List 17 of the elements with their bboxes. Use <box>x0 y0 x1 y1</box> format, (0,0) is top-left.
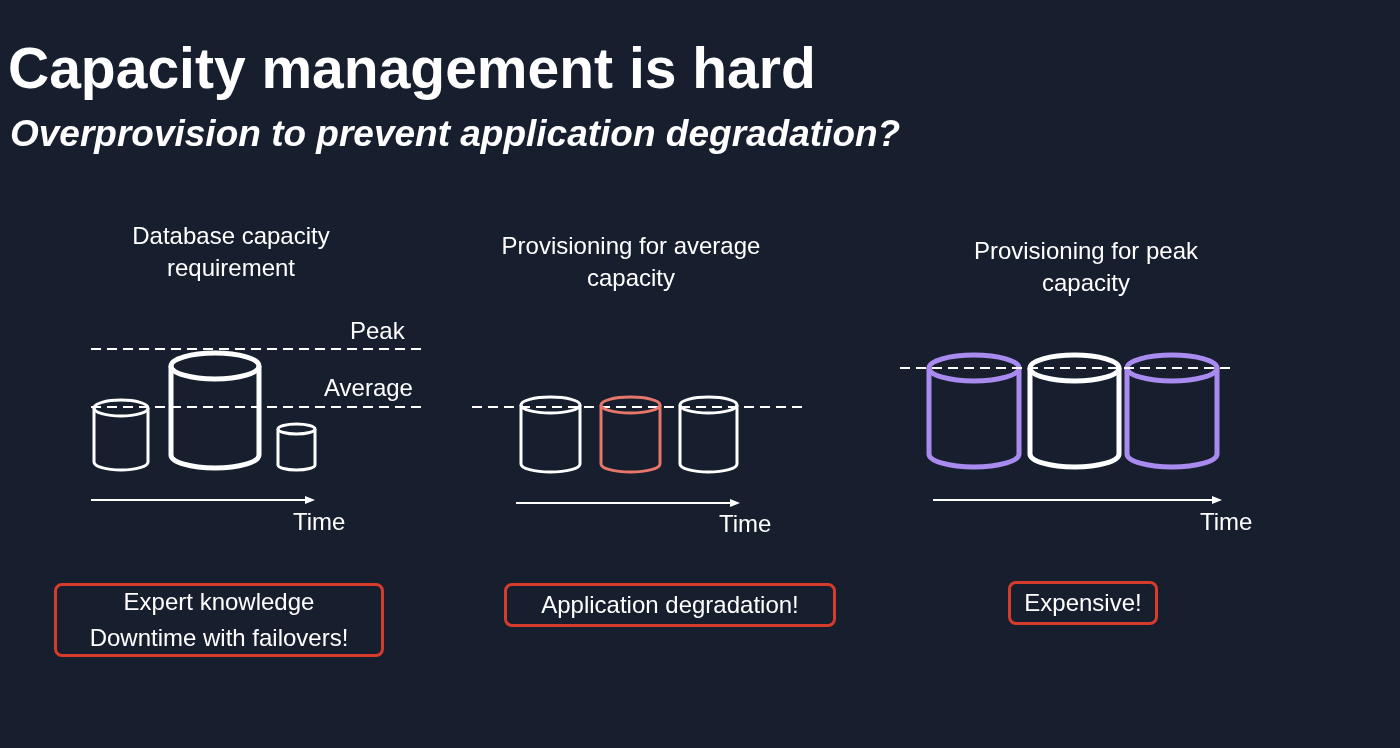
chart-label: Time <box>1200 507 1253 537</box>
warning-text: Downtime with failovers! <box>89 623 349 653</box>
chart-label: Average <box>324 373 413 403</box>
warning-text: Application degradation! <box>541 590 799 620</box>
chart-label: Time <box>293 507 346 537</box>
warning-box <box>54 583 384 657</box>
chart-label: Peak <box>350 316 405 346</box>
slide-title: Capacity management is hard <box>8 35 816 102</box>
warning-text: Expensive! <box>1024 588 1142 618</box>
warning-box <box>504 583 836 627</box>
chart-label: Database capacity requirement <box>131 221 331 283</box>
warning-box <box>1008 581 1158 625</box>
chart-label: Time <box>719 509 772 539</box>
chart-label: Provisioning for average capacity <box>500 231 762 293</box>
chart-label: Provisioning for peak capacity <box>972 236 1200 298</box>
slide-subtitle: Overprovision to prevent application degradation? <box>10 112 901 156</box>
warning-text: Expert knowledge <box>123 587 315 617</box>
